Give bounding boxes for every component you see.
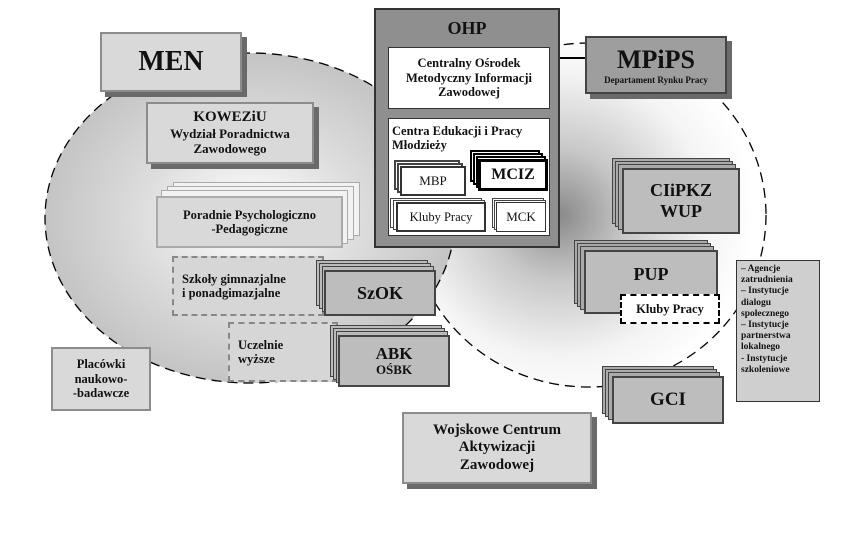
partner-item: – Instytucje dialogu społecznego <box>741 286 790 319</box>
mpips-title: MPiPS <box>617 44 695 74</box>
com-line3: Zawodowej <box>438 85 500 100</box>
poradnie-box: Poradnie Psychologiczno -Pedagogiczne <box>156 196 343 248</box>
partner-item: – Agencje zatrudnienia <box>741 264 793 286</box>
placowki-line3: -badawcze <box>72 386 130 401</box>
abk-label: ABK <box>375 343 413 363</box>
cipkz-box: CIiPKZ WUP <box>622 168 740 234</box>
placowki-box: Placówki naukowo- -badawcze <box>51 347 151 411</box>
placowki-line2: naukowo- <box>74 371 128 386</box>
ceip-line2: Młodzieży <box>392 138 447 153</box>
placowki-line1: Placówki <box>76 357 126 372</box>
koweziu-box: KOWEZiU Wydział Poradnictwa Zawodowego <box>146 102 314 164</box>
szok-label: SzOK <box>356 282 403 303</box>
ohp-title: OHP <box>447 18 487 38</box>
uczelnie-box: Uczelnie wyższe <box>228 322 338 382</box>
mciz-label: MCIZ <box>491 165 535 183</box>
poradnie-line2: -Pedagogiczne <box>211 222 288 236</box>
mck-box: MCK <box>496 202 546 232</box>
kluby-ohp-label: Kluby Pracy <box>409 209 473 224</box>
mpips-subtitle: Departament Rynku Pracy <box>604 74 708 85</box>
mpips-box: MPiPS Departament Rynku Pracy <box>585 36 727 94</box>
mbp-box: MBP <box>400 166 466 196</box>
koweziu-line2: Wydział Poradnictwa <box>170 125 290 141</box>
ceip-line1: Centra Edukacji i Pracy <box>392 124 523 138</box>
cipkz-line1: CIiPKZ <box>649 180 712 201</box>
poradnie-line1: Poradnie Psychologiczno <box>183 207 316 222</box>
koweziu-title: KOWEZiU <box>193 109 267 126</box>
kluby-pup-label: Kluby Pracy <box>636 301 704 316</box>
koweziu-line3: Zawodowego <box>193 140 267 156</box>
kluby-ohp-box: Kluby Pracy <box>396 202 486 232</box>
kluby-pup-box: Kluby Pracy <box>620 294 720 324</box>
mciz-box: MCIZ <box>478 159 548 191</box>
uczelnie-line1: Uczelnie <box>238 337 284 352</box>
wcaz-line1: Wojskowe Centrum <box>433 422 561 439</box>
szkoly-line1: Szkoły gimnazjalne <box>182 271 286 286</box>
partner-item: – Instytucje partnerstwa lokalnego <box>741 320 791 353</box>
szok-box: SzOK <box>324 270 436 316</box>
abk-box: ABK OŚBK <box>338 335 450 387</box>
wcaz-box: Wojskowe Centrum Aktywizacji Zawodowej <box>402 412 592 484</box>
partner-item: - Instytucje szkoleniowe <box>741 353 790 375</box>
cipkz-line2: WUP <box>660 201 702 221</box>
szkoly-box: Szkoły gimnazjalne i ponadgimazjalne <box>172 256 324 316</box>
szkoly-line2: i ponadgimazjalne <box>182 286 281 300</box>
partners-box: – Agencje zatrudnienia – Instytucje dial… <box>736 260 820 402</box>
com-line1: Centralny Ośrodek <box>417 56 521 71</box>
mck-label: MCK <box>506 208 536 224</box>
com-line2: Metodyczny Informacji <box>405 70 532 85</box>
ceip-title: Centra Edukacji i Pracy Młodzieży <box>392 124 522 153</box>
gci-label: GCI <box>650 389 686 411</box>
men-label: MEN <box>138 45 204 77</box>
osbk-label: OŚBK <box>375 362 413 378</box>
mbp-label: MBP <box>419 172 447 188</box>
wcaz-line2: Aktywizacji <box>458 439 536 456</box>
gci-box: GCI <box>612 376 724 424</box>
com-box: Centralny Ośrodek Metodyczny Informacji … <box>388 47 550 109</box>
men-box: MEN <box>100 32 242 92</box>
pup-label: PUP <box>633 264 669 284</box>
uczelnie-line2: wyższe <box>238 352 275 366</box>
wcaz-line3: Zawodowej <box>459 456 535 473</box>
